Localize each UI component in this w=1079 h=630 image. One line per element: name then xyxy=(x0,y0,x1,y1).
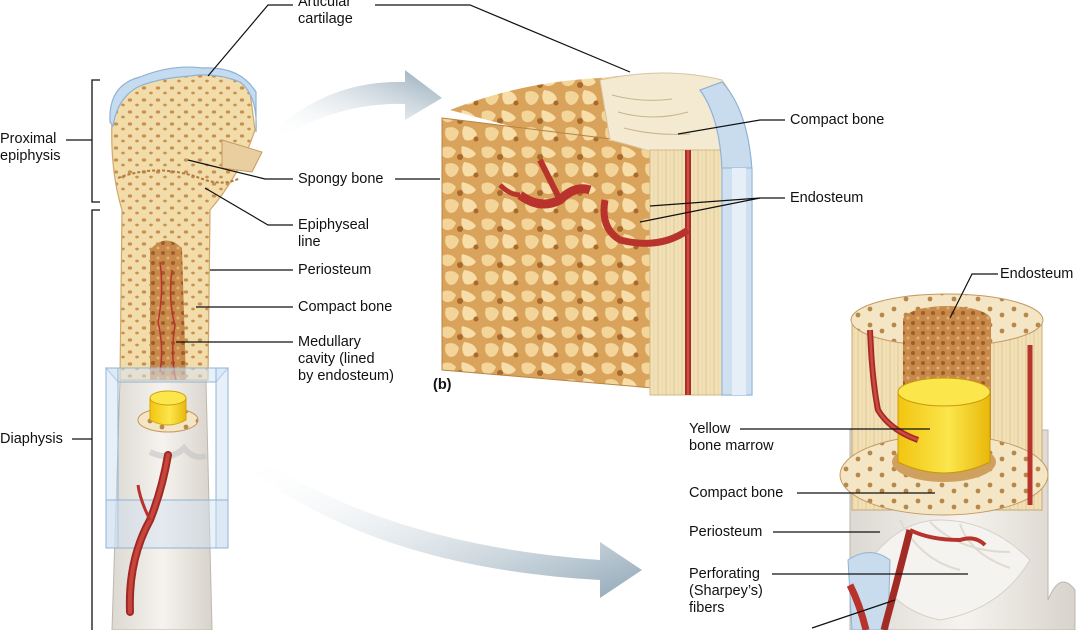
label-periosteum-a: Periosteum xyxy=(298,262,372,278)
label-compact-bone-c: Compact bone xyxy=(689,485,784,501)
label-compact-bone-a: Compact bone xyxy=(298,299,393,315)
label-endosteum-b: Endosteum xyxy=(790,190,864,206)
long-bone xyxy=(104,66,263,630)
label-epiphyseal-line: Epiphyseal line xyxy=(298,217,369,250)
label-proximal-epiphysis: Proximal epiphysis xyxy=(0,131,61,164)
leader-lines xyxy=(176,4,998,629)
label-medullary-cavity: Medullary cavity (lined by endosteum) xyxy=(298,334,394,384)
label-diaphysis: Diaphysis xyxy=(0,431,63,447)
label-articular-cartilage: Articular cartilage xyxy=(298,0,353,27)
arrow-to-panel-b xyxy=(275,70,442,138)
bracket-proximal xyxy=(66,79,100,203)
label-yellow-bone-marrow: Yellow bone marrow xyxy=(689,421,774,454)
label-endosteum-c: Endosteum xyxy=(1000,266,1074,282)
label-perforating-fibers: Perforating (Sharpey’s) fibers xyxy=(689,566,763,616)
spongy-bone-block xyxy=(441,72,753,396)
bracket-diaphysis xyxy=(72,209,100,630)
arrow-to-panel-c xyxy=(250,455,642,598)
label-compact-bone-b: Compact bone xyxy=(790,112,885,128)
label-spongy-bone: Spongy bone xyxy=(298,171,384,187)
label-periosteum-c: Periosteum xyxy=(689,524,763,540)
bone-cross-section xyxy=(839,293,1076,630)
label-panel-b: (b) xyxy=(433,377,452,393)
